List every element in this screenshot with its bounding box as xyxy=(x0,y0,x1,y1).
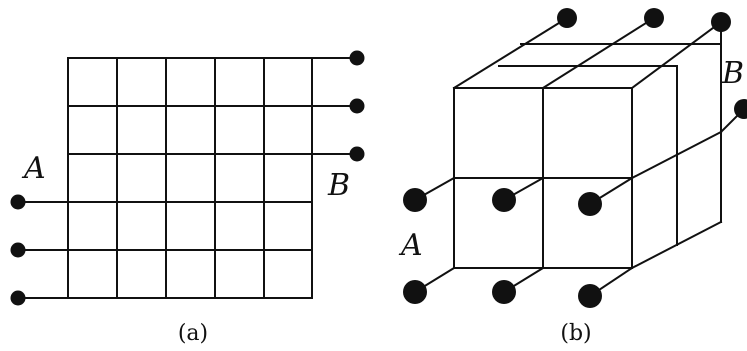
panel-a-terminal-b1 xyxy=(349,50,365,66)
panel-b-terminal-a4 xyxy=(403,280,427,304)
panel-b-terminal-b1 xyxy=(557,8,577,28)
panel-b-terminal-a3 xyxy=(578,192,602,216)
panel-b-terminals-top xyxy=(557,8,747,119)
panel-a-terminal-b2 xyxy=(349,98,365,114)
panel-a-terminal-a2 xyxy=(10,242,26,258)
panel-b-terminals-front xyxy=(403,188,602,308)
panel-b-label-a: A xyxy=(398,228,423,263)
panel-b-terminal-a5 xyxy=(492,280,516,304)
panel-a-terminal-b3 xyxy=(349,146,365,162)
panel-b-caption: (b) xyxy=(560,321,591,346)
panel-a-caption: (a) xyxy=(178,321,208,346)
panel-b-terminal-a2 xyxy=(492,188,516,212)
panel-b-cube-lattice: A B (b) xyxy=(398,8,747,346)
panel-b-terminal-a6 xyxy=(578,284,602,308)
panel-a-terminal-a1 xyxy=(10,194,26,210)
panel-a-flat-lattice: A B (a) xyxy=(10,50,365,346)
panel-b-terminal-b4 xyxy=(734,99,747,119)
panel-b-terminal-a1 xyxy=(403,188,427,212)
panel-b-right-face xyxy=(630,21,746,270)
panel-b-leads xyxy=(413,176,634,298)
panel-a-label-a: A xyxy=(21,151,46,186)
panel-b-top-face xyxy=(452,16,723,90)
panel-b-top-edge-mid xyxy=(541,16,656,90)
panel-a-terminals-right xyxy=(349,50,365,162)
panel-a-terminal-a3 xyxy=(10,290,26,306)
panel-b-top-edge-left xyxy=(452,16,569,90)
panel-b-top-edge-right xyxy=(630,20,723,90)
panel-a-label-b: B xyxy=(327,168,350,203)
panel-b-terminal-b2 xyxy=(644,8,664,28)
panel-a-terminals-left xyxy=(10,194,26,306)
panel-a-vertical-lines xyxy=(67,57,313,299)
panel-b-right-bottom-edge xyxy=(630,220,723,270)
panel-b-right-mid-h xyxy=(630,130,723,180)
panel-b-terminal-b3 xyxy=(711,12,731,32)
panel-b-label-b: B xyxy=(721,56,744,91)
